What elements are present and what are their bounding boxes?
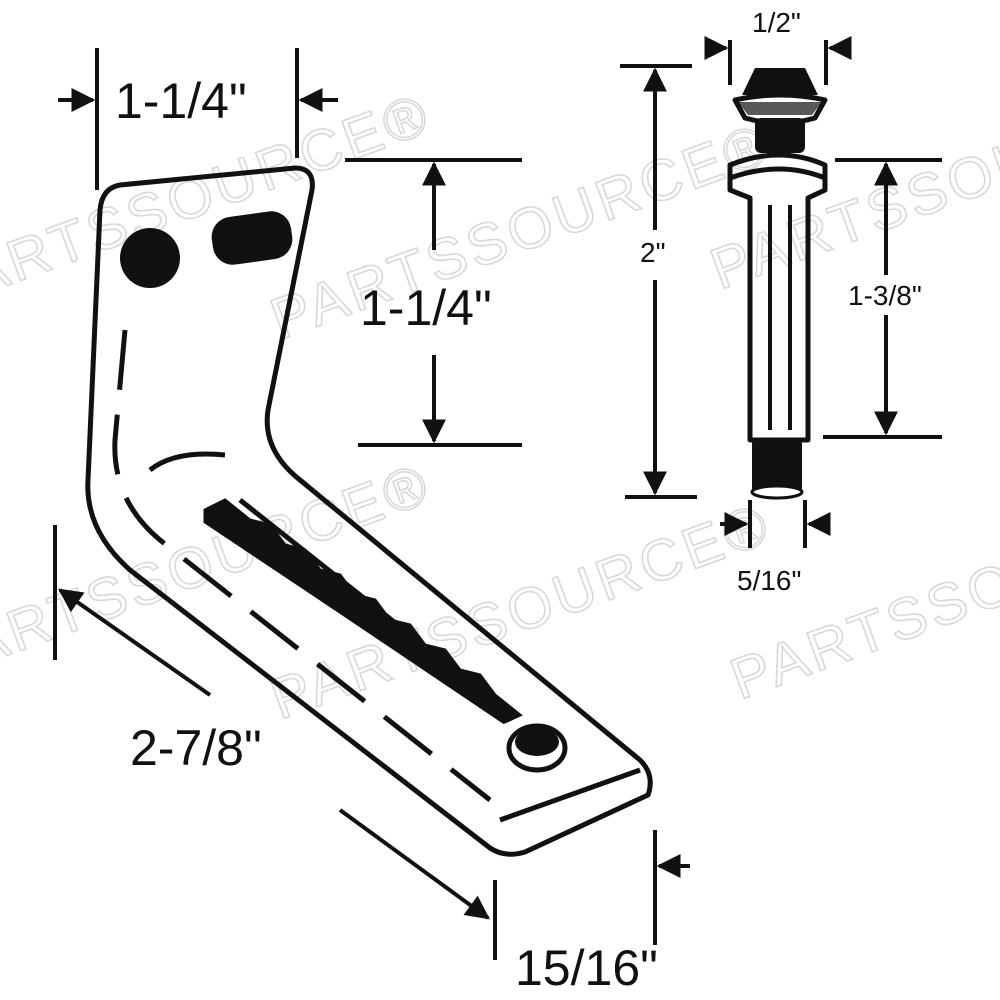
end-hole bbox=[506, 723, 568, 773]
pin-thread bbox=[752, 440, 802, 492]
dimension-arm-length: 2-7/8" bbox=[53, 525, 497, 960]
bracket-inner-line bbox=[112, 329, 492, 802]
dimension-overall-length: 2" bbox=[620, 64, 697, 499]
overall-length-label: 2" bbox=[640, 237, 666, 268]
bracket bbox=[85, 165, 653, 857]
dimension-sleeve-length: 1-3/8" bbox=[823, 158, 942, 439]
head-diameter-label: 1/2" bbox=[752, 7, 801, 38]
dimension-head-diameter: 1/2" bbox=[704, 7, 852, 85]
bracket-bend-line bbox=[148, 451, 226, 473]
pin-head-cap bbox=[742, 68, 818, 95]
dimension-arm-width: 15/16" bbox=[515, 830, 690, 996]
bracket-end-edge bbox=[499, 767, 641, 823]
dimension-vertical-height: 1-1/4" bbox=[345, 158, 522, 447]
arm-length-label: 2-7/8" bbox=[130, 720, 262, 776]
pin-neck bbox=[755, 118, 805, 153]
top-width-label: 1-1/4" bbox=[115, 73, 247, 129]
mounting-slot bbox=[211, 211, 293, 265]
serrated-slot bbox=[203, 498, 523, 724]
pin-sleeve bbox=[727, 152, 828, 443]
mounting-hole bbox=[120, 228, 180, 288]
vertical-height-label: 1-1/4" bbox=[360, 280, 492, 336]
dimension-top-width: 1-1/4" bbox=[58, 48, 338, 190]
thread-diameter-label: 5/16" bbox=[737, 565, 801, 596]
dimension-thread-diameter: 5/16" bbox=[720, 500, 831, 596]
arm-width-label: 15/16" bbox=[515, 940, 658, 996]
pin bbox=[727, 68, 828, 500]
sleeve-length-label: 1-3/8" bbox=[848, 280, 922, 311]
bracket-outline bbox=[85, 165, 653, 857]
